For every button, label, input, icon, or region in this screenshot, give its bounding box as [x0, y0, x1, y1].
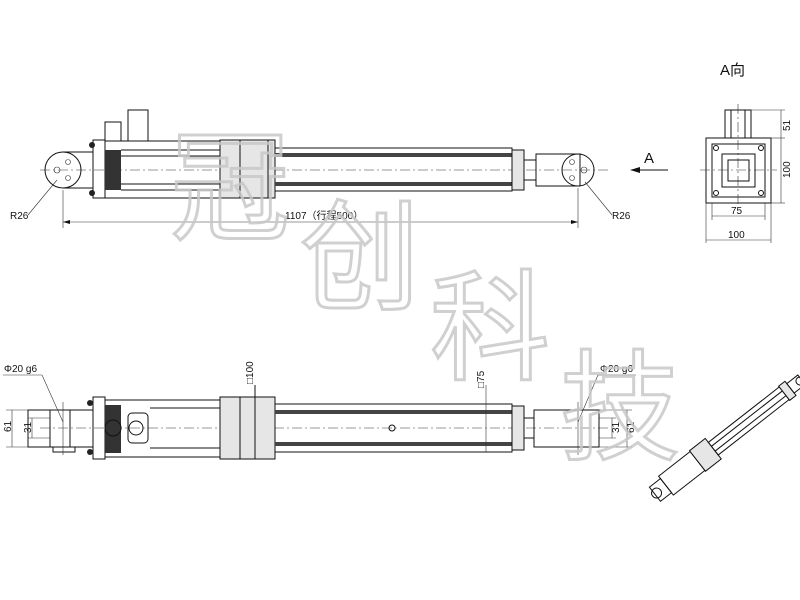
top-view: 1107（行程500） R26 R26 A — [10, 109, 668, 228]
dim-connector-height: 51 — [782, 119, 793, 131]
clevis-left-outer-dim: 61 — [3, 420, 14, 432]
right-eye — [561, 153, 595, 187]
isometric-view — [648, 374, 800, 503]
gear-housing — [219, 139, 276, 199]
pin-right-label: Φ20 g6 — [600, 364, 633, 375]
watermark-char: 科 — [430, 260, 550, 399]
clevis-right-inner-dim: 31 — [611, 421, 622, 433]
square-tube-label: □75 — [476, 370, 487, 388]
side-view: 61 31 Φ20 g6 □100 □75 Φ20 g6 31 61 — [3, 361, 637, 460]
dim-inner-width: 75 — [731, 206, 743, 217]
watermark-char: 创 — [300, 190, 420, 329]
dim-height: 100 — [782, 161, 793, 178]
watermark: 冠创科技 — [170, 120, 680, 479]
a-view-title: A向 — [720, 62, 745, 79]
dim-width: 100 — [728, 230, 745, 241]
pin-left-label: Φ20 g6 — [4, 364, 37, 375]
square-body-label: □100 — [245, 361, 256, 384]
a-view: A向 51 100 75 100 — [700, 62, 793, 243]
clevis-left-inner-dim: 31 — [23, 421, 34, 433]
radius-left-label: R26 — [10, 211, 29, 222]
view-arrow-label: A — [644, 150, 654, 167]
length-dimension: 1107（行程500） — [285, 209, 363, 222]
clevis-right-outer-dim: 61 — [626, 421, 637, 433]
watermark-char: 冠 — [170, 120, 290, 259]
radius-right-label: R26 — [612, 211, 631, 222]
watermark-char: 技 — [560, 340, 680, 479]
